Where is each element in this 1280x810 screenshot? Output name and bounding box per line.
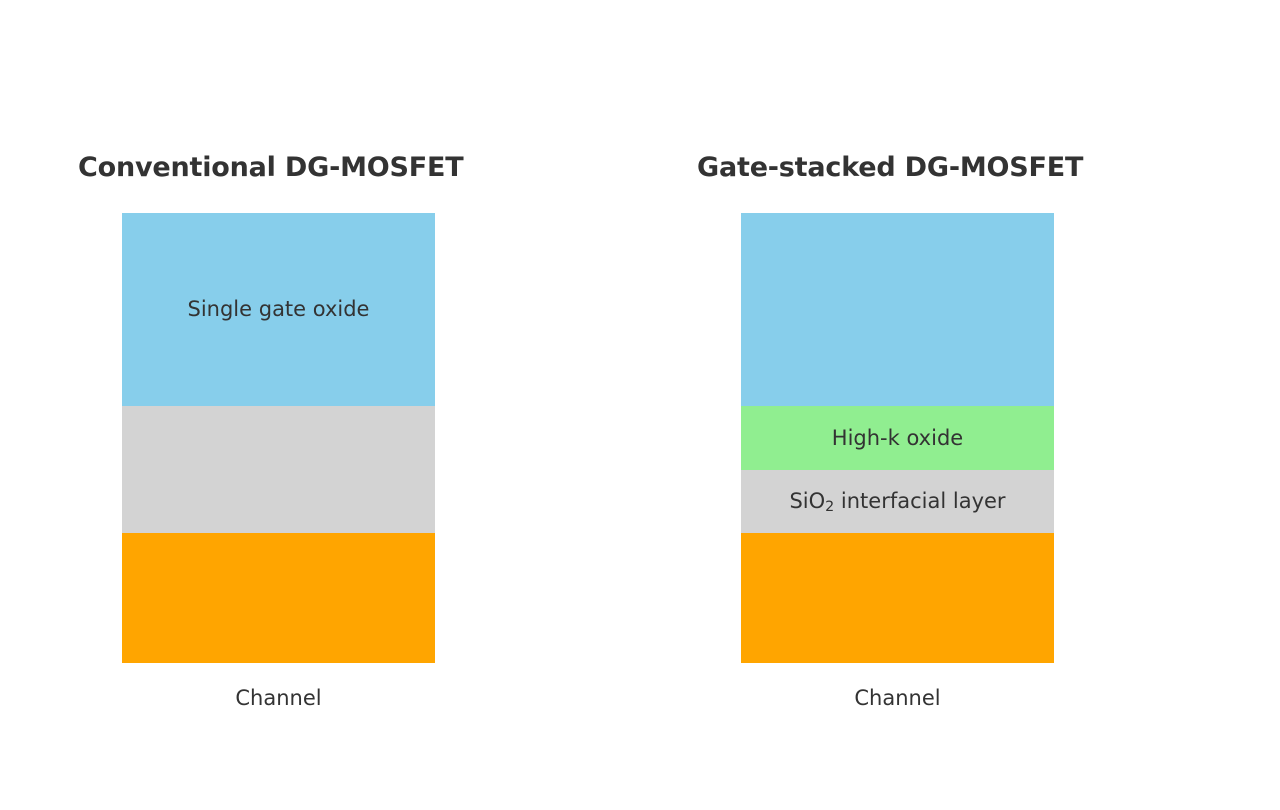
il-label-subscript: 2 [825, 499, 835, 516]
layer-label-high-k-oxide: High-k oxide [831, 425, 964, 450]
il-label-prefix: SiO [789, 489, 826, 513]
layer-high-k-oxide: High-k oxide [741, 406, 1054, 470]
panel-conventional: Conventional DG-MOSFET Single gate oxide… [78, 152, 464, 710]
panel-title-gate-stacked: Gate-stacked DG-MOSFET [697, 152, 1084, 183]
layer-gate-electrode-stacked [741, 213, 1054, 406]
caption-channel-conventional: Channel [235, 686, 322, 710]
panel-title-conventional: Conventional DG-MOSFET [78, 152, 464, 183]
layer-label-sio2-interfacial: SiO2 interfacial layer [789, 489, 1006, 516]
layer-oxide-conventional [122, 406, 435, 533]
stack-conventional: Single gate oxide [122, 213, 435, 663]
il-label-suffix: interfacial layer [834, 489, 1006, 513]
layer-single-gate-oxide: Single gate oxide [122, 213, 435, 406]
layer-label-single-gate-oxide: Single gate oxide [187, 297, 370, 321]
panel-gate-stacked: Gate-stacked DG-MOSFET High-k oxide SiO2… [640, 0, 1280, 810]
caption-channel-stacked: Channel [854, 686, 941, 710]
stack-gate-stacked: High-k oxide SiO2 interfacial layer [741, 213, 1054, 663]
layer-channel-conventional [122, 533, 435, 663]
layer-channel-stacked [741, 533, 1054, 663]
layer-sio2-interfacial: SiO2 interfacial layer [741, 470, 1054, 533]
